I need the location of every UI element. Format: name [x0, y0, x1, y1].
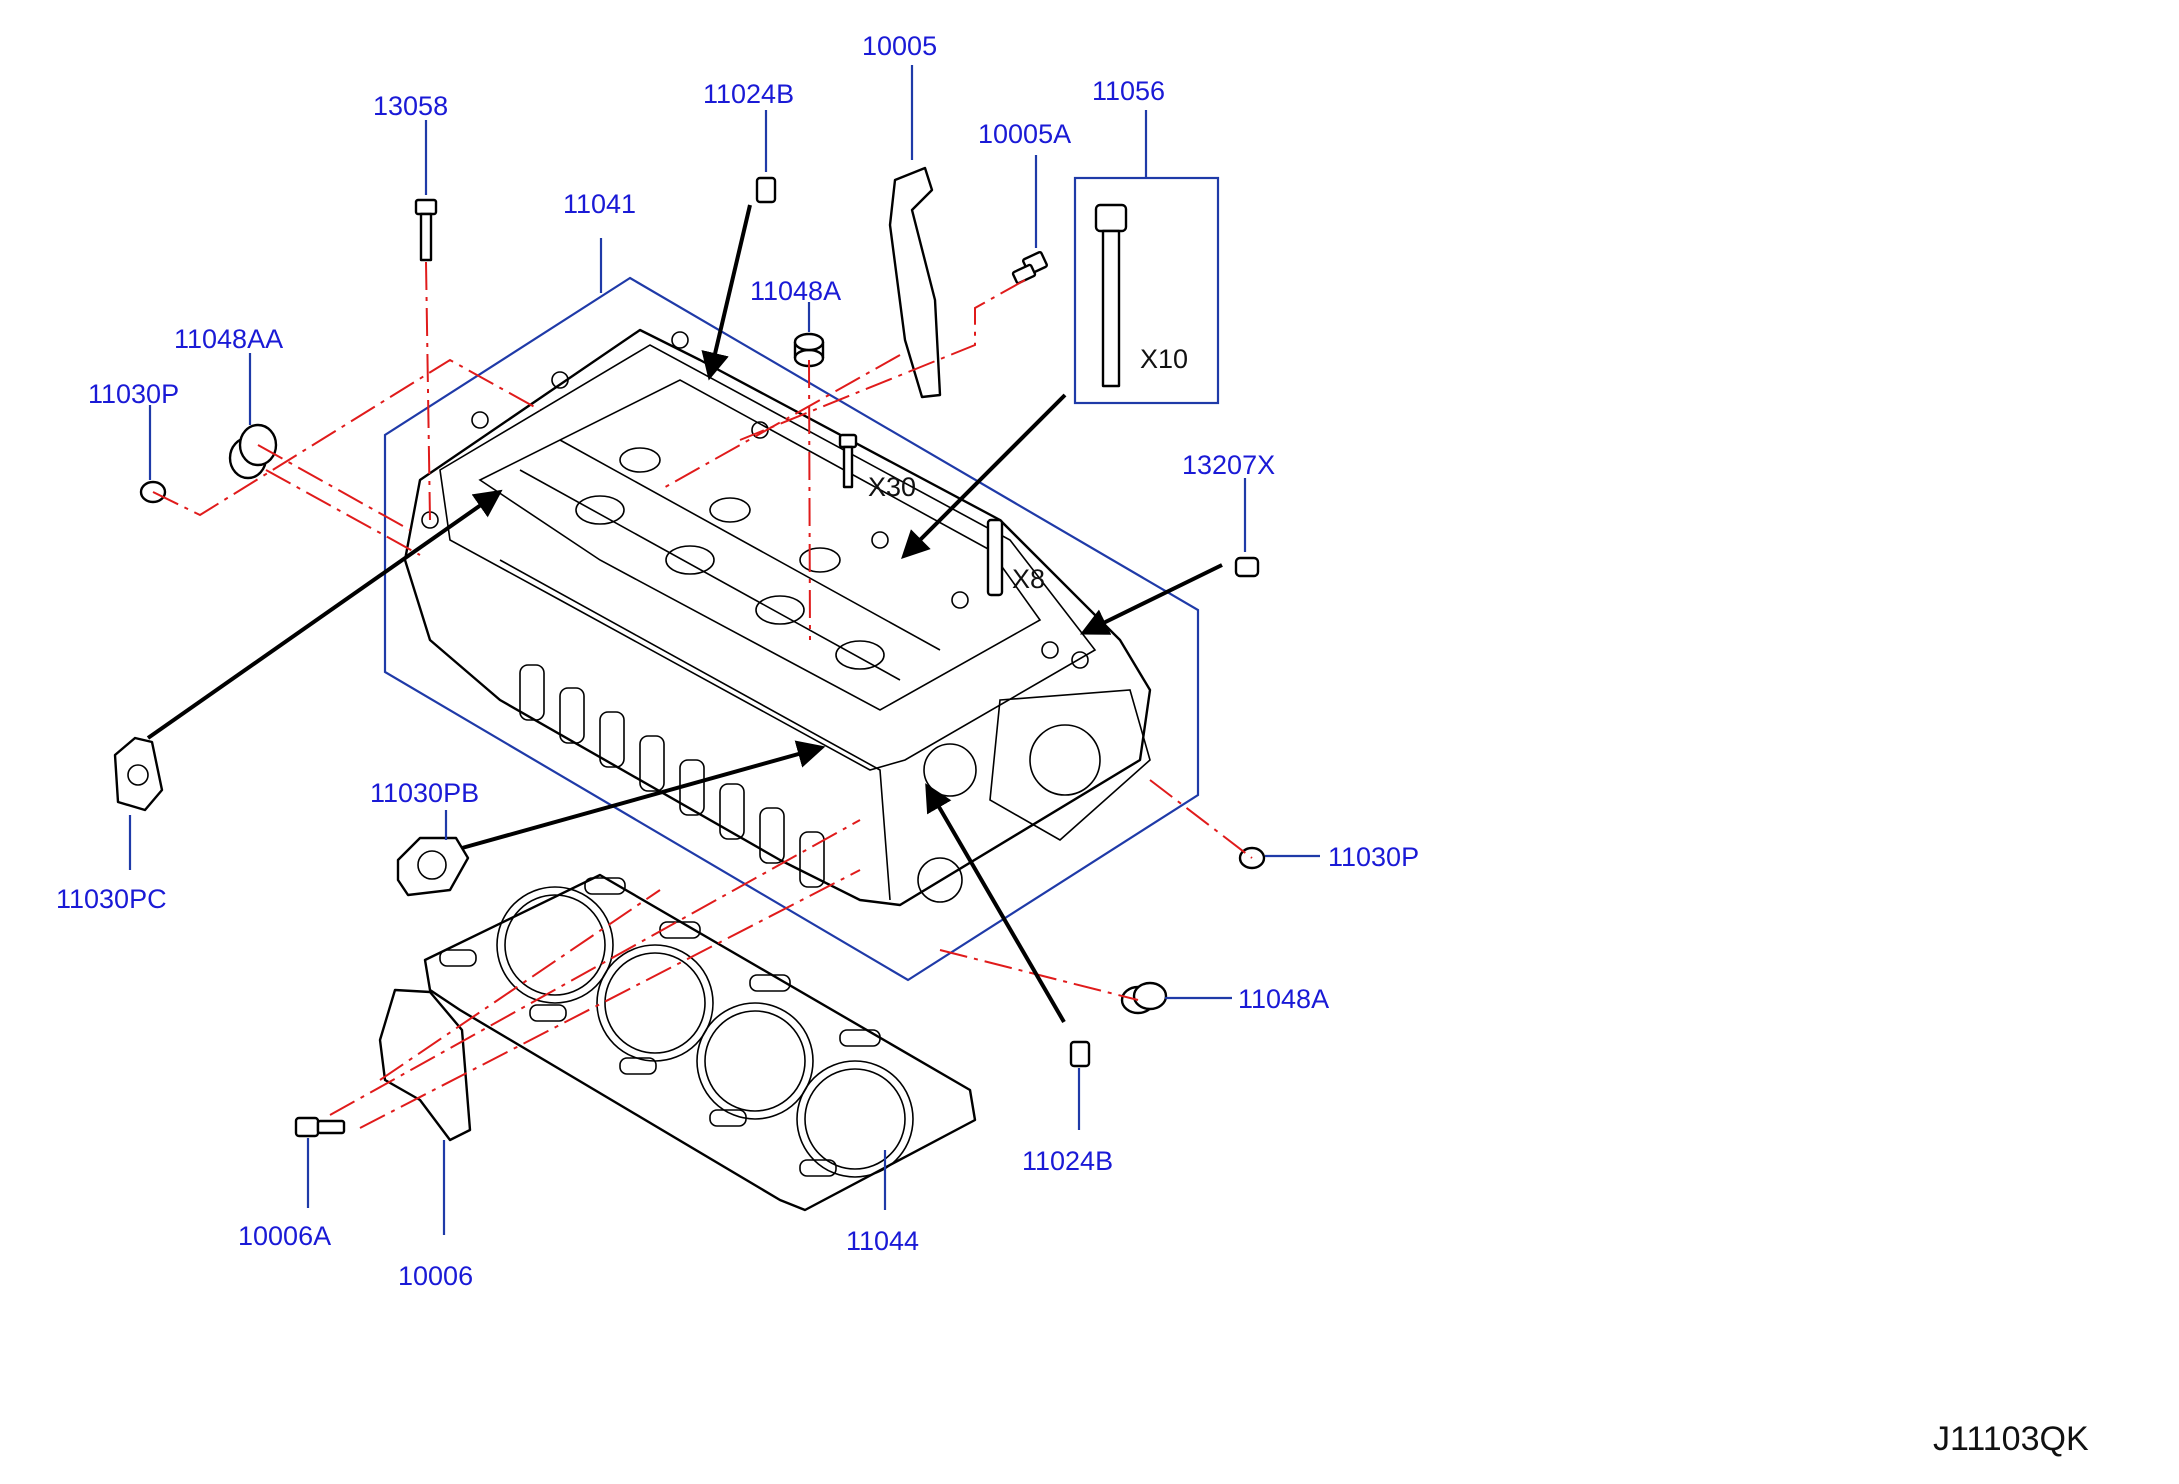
- pointer-arrows: [146, 204, 1223, 1024]
- label-10006: 10006: [398, 1261, 473, 1291]
- label-11030pb: 11030PB: [370, 778, 479, 808]
- dowel-11024b-top[interactable]: [755, 176, 777, 204]
- label-11056: 11056: [1092, 76, 1165, 106]
- seal-11030pc[interactable]: [113, 736, 164, 812]
- dowel-11024b-bottom[interactable]: [1069, 1040, 1091, 1068]
- bracket-10005[interactable]: [888, 166, 942, 399]
- label-11048a-right: 11048A: [1238, 984, 1329, 1014]
- label-11030p-right: 11030P: [1328, 842, 1419, 872]
- label-11044: 11044: [846, 1226, 919, 1256]
- label-13058: 13058: [373, 91, 448, 121]
- bolt-10006a[interactable]: [294, 1116, 346, 1138]
- stud-x8[interactable]: [986, 518, 1004, 597]
- label-11024b-top: 11024B: [703, 79, 794, 109]
- centerlines: [152, 261, 1253, 1129]
- label-11024b-bottom: 11024B: [1022, 1146, 1113, 1176]
- bolt-10005a[interactable]: [1011, 250, 1048, 285]
- label-10005: 10005: [862, 31, 937, 61]
- label-11030pc: 11030PC: [56, 884, 167, 914]
- diagram-code: J11103QK: [1933, 1420, 2089, 1458]
- bolt-13058[interactable]: [414, 198, 438, 262]
- seal-11030pb[interactable]: [396, 836, 470, 897]
- label-11030p-left: 11030P: [88, 379, 179, 409]
- cylinder-head-body[interactable]: [403, 328, 1152, 907]
- quantity-x10: X10: [1140, 344, 1188, 374]
- leader-lines: [128, 65, 1320, 1235]
- label-11048aa: 11048AA: [174, 324, 283, 354]
- label-11041: 11041: [563, 189, 636, 219]
- bracket-10006[interactable]: [378, 988, 472, 1142]
- bolt-x30[interactable]: [838, 433, 858, 489]
- quantity-x30: X30: [868, 472, 916, 502]
- label-10006a: 10006A: [238, 1221, 331, 1251]
- label-13207x: 13207X: [1182, 450, 1275, 480]
- head-gasket[interactable]: [423, 873, 977, 1212]
- label-10005a: 10005A: [978, 119, 1071, 149]
- plug-11048a-right[interactable]: [1120, 981, 1168, 1015]
- cap-13207x[interactable]: [1234, 556, 1260, 578]
- plug-11048a-top[interactable]: [793, 332, 825, 368]
- part-labels: 13058 11024B 10005 10005A 11056 11041 11…: [56, 31, 2089, 1458]
- head-bolt-11056[interactable]: [1094, 203, 1128, 388]
- quantity-x8: X8: [1012, 564, 1045, 594]
- cylinder-head-frame: [383, 276, 1200, 982]
- label-11048a-top: 11048A: [750, 276, 841, 306]
